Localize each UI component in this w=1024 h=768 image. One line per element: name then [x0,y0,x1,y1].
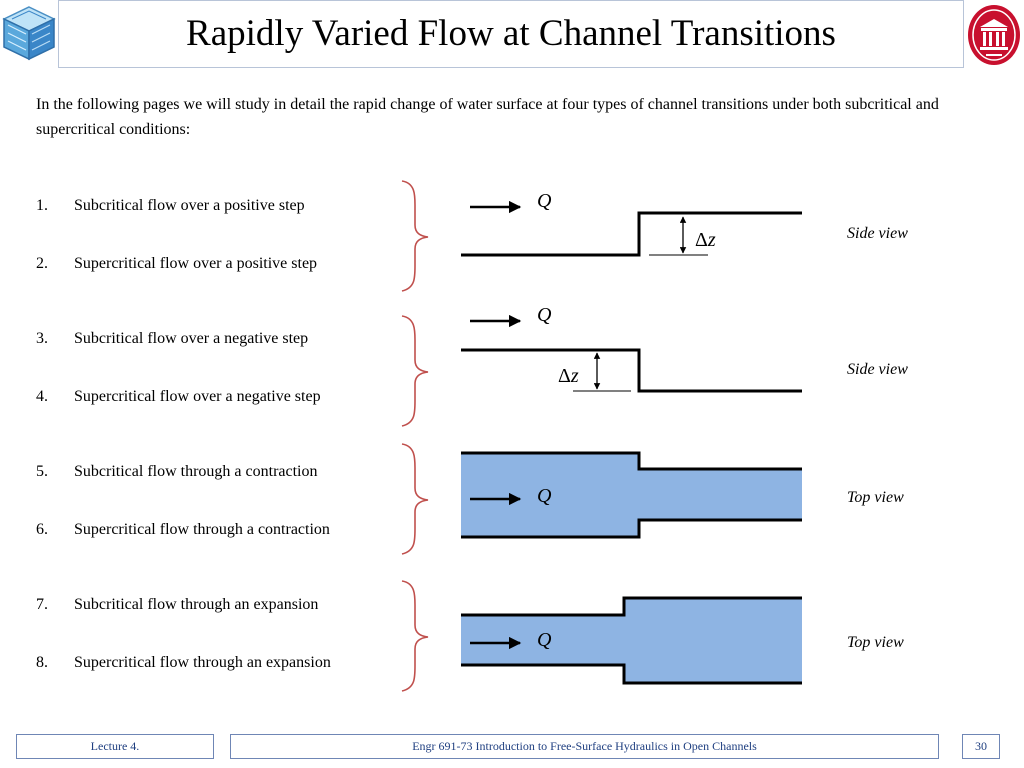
delta-z-label: Δz [558,365,579,387]
water-area [461,453,802,537]
channel-wall [461,518,802,539]
flow-label: Q [537,485,552,507]
group-bracket [401,580,429,692]
view-label: Top view [847,489,904,506]
contraction-diagram: Q Top view [461,451,904,539]
channel-wall [461,596,802,617]
channel-model-logo-icon [2,6,56,61]
positive-step-diagram: Q Δz Side view [461,190,908,257]
view-label: Top view [847,634,904,651]
water-area [461,598,802,683]
group-bracket [401,315,429,427]
list-item: 1.Subcritical flow over a positive step [36,197,305,214]
footer-course-title: Engr 691-73 Introduction to Free-Surface… [230,734,939,759]
flow-label: Q [537,304,552,326]
channel-bed [461,348,802,393]
list-item: 7.Subcritical flow through an expansion [36,596,319,613]
slide-header: Rapidly Varied Flow at Channel Transitio… [0,0,1024,70]
list-item: 2.Supercritical flow over a positive ste… [36,255,318,272]
footer-page-number: 30 [962,734,1000,759]
list-item: 3.Subcritical flow over a negative step [36,330,309,347]
list-item: 8.Supercritical flow through an expansio… [36,654,331,671]
intro-paragraph: In the following pages we will study in … [36,96,939,138]
list-item: 5.Subcritical flow through a contraction [36,463,318,480]
expansion-diagram: Q Top view [461,596,904,685]
channel-wall [461,451,802,471]
footer-lecture: Lecture 4. [16,734,214,759]
list-item: 6.Supercritical flow through a contracti… [36,521,330,538]
view-label: Side view [847,361,908,378]
page-title: Rapidly Varied Flow at Channel Transitio… [186,13,836,54]
view-label: Side view [847,225,908,242]
channel-bed [461,211,802,257]
university-seal-icon [968,5,1020,65]
title-frame [58,0,964,68]
list-item: 4.Supercritical flow over a negative ste… [36,388,321,405]
negative-step-diagram: Q Δz Side view [461,304,908,393]
flow-label: Q [537,190,552,212]
flow-label: Q [537,629,552,651]
group-bracket [401,443,429,555]
channel-wall [461,663,802,685]
delta-z-label: Δz [695,229,716,251]
group-bracket [401,180,429,292]
